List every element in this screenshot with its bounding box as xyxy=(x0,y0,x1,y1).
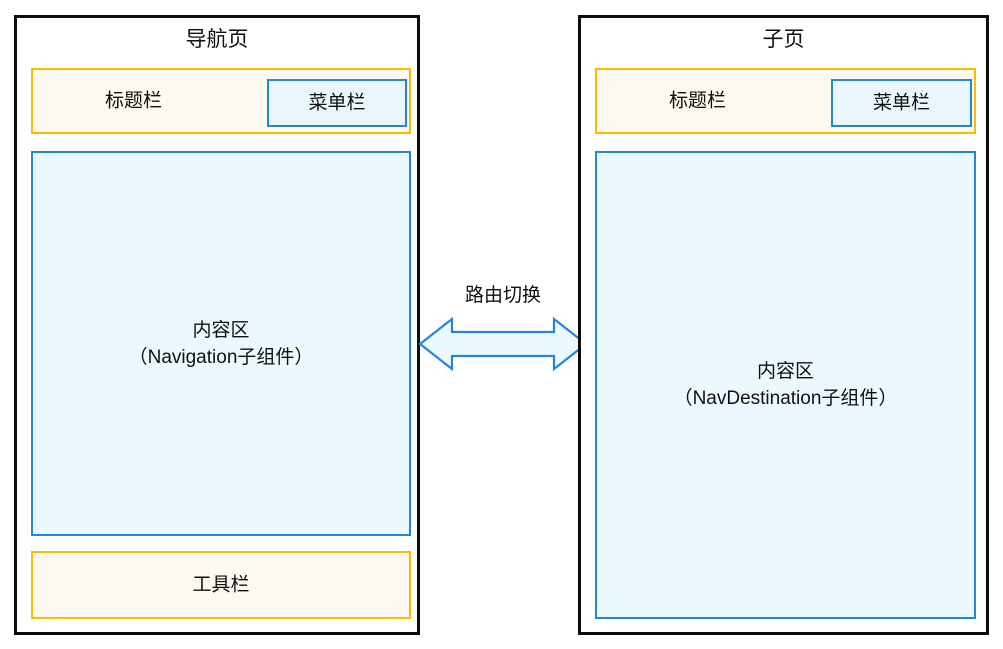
child-content-line-1: 内容区 xyxy=(756,361,814,382)
navigation-page-title: 导航页 xyxy=(185,28,249,51)
double-arrow-horizontal-icon xyxy=(418,316,588,372)
child-menu-bar[interactable]: 菜单栏 xyxy=(831,79,972,127)
navigation-toolbar: 工具栏 xyxy=(31,551,411,619)
navigation-content-area: 内容区 （Navigation子组件） xyxy=(31,151,411,536)
navigation-menu-bar[interactable]: 菜单栏 xyxy=(267,79,407,127)
navigation-content-line-2: （Navigation子组件） xyxy=(128,346,314,368)
navigation-content-line-1: 内容区 xyxy=(192,319,250,341)
child-content-label: 内容区 （NavDestination子组件） xyxy=(597,358,974,412)
navigation-content-label: 内容区 （Navigation子组件） xyxy=(33,317,409,371)
navigation-title-bar-label: 标题栏 xyxy=(105,90,163,112)
child-title-bar: 标题栏 菜单栏 xyxy=(595,68,976,134)
child-page-frame: 子页 标题栏 菜单栏 内容区 （NavDestination子组件） xyxy=(578,15,989,635)
child-title-bar-label: 标题栏 xyxy=(669,90,727,112)
navigation-page-frame: 导航页 标题栏 菜单栏 内容区 （Navigation子组件） 工具栏 xyxy=(14,15,420,635)
route-switch-label: 路由切换 xyxy=(464,285,541,306)
route-switch-connector: 路由切换 xyxy=(418,283,588,378)
child-page-title: 子页 xyxy=(762,28,805,51)
child-menu-bar-label: 菜单栏 xyxy=(872,92,930,114)
navigation-menu-bar-label: 菜单栏 xyxy=(308,92,366,114)
child-content-line-2: （NavDestination子组件） xyxy=(673,388,898,409)
navigation-title-bar: 标题栏 菜单栏 xyxy=(31,68,411,134)
child-content-area: 内容区 （NavDestination子组件） xyxy=(595,151,976,619)
navigation-toolbar-label: 工具栏 xyxy=(192,574,250,596)
